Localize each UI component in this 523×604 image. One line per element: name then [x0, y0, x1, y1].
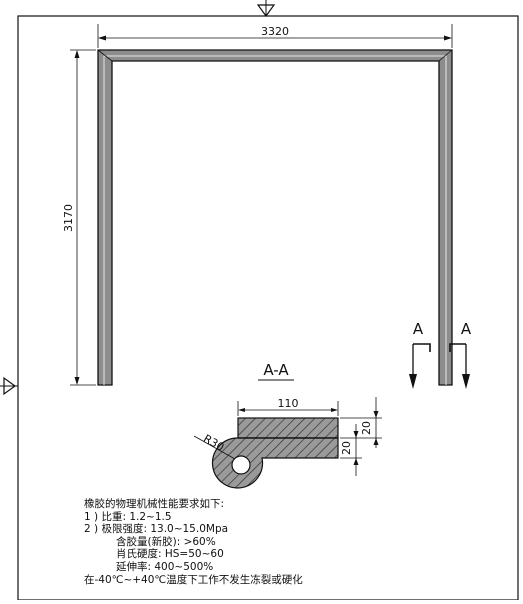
- section-width-dimension: 110: [237, 397, 339, 416]
- cut-label-right: A: [461, 320, 472, 338]
- section-profile: [211, 417, 339, 489]
- width-dimension-label: 3320: [261, 25, 289, 38]
- section-h2-label: 20: [340, 441, 353, 455]
- section-cut-marker: A A: [409, 320, 472, 389]
- note-item: 1 ) 比重: 1.2~1.5: [84, 510, 172, 523]
- gasket-frame: [97, 49, 453, 386]
- section-height-dimensions: 20 20: [340, 397, 382, 476]
- note-item: 含胶量(新胶): >60%: [116, 535, 216, 548]
- notes-heading: 橡胶的物理机械性能要求如下:: [84, 498, 225, 510]
- note-item: 肖氏硬度: HS=50~60: [116, 548, 224, 561]
- height-dimension: 3170: [62, 49, 96, 386]
- cut-label-left: A: [413, 320, 424, 338]
- height-dimension-label: 3170: [62, 204, 75, 232]
- note-item: 2 ) 极限强度: 13.0~15.0Mpa: [84, 523, 229, 536]
- note-item: 延伸率: 400~500%: [116, 560, 214, 573]
- section-title: A-A: [258, 361, 294, 381]
- section-title-label: A-A: [263, 361, 289, 379]
- section-h1-label: 20: [360, 421, 373, 435]
- section-width-label: 110: [278, 397, 299, 410]
- top-center-mark: [256, 0, 276, 18]
- width-dimension: 3320: [97, 24, 453, 48]
- note-item: 在-40℃~+40℃温度下工作不发生冻裂或硬化: [84, 573, 303, 586]
- requirements-notes: 橡胶的物理机械性能要求如下: 1 ) 比重: 1.2~1.5 2 ) 极限强度:…: [84, 498, 514, 586]
- left-center-mark: [0, 376, 18, 396]
